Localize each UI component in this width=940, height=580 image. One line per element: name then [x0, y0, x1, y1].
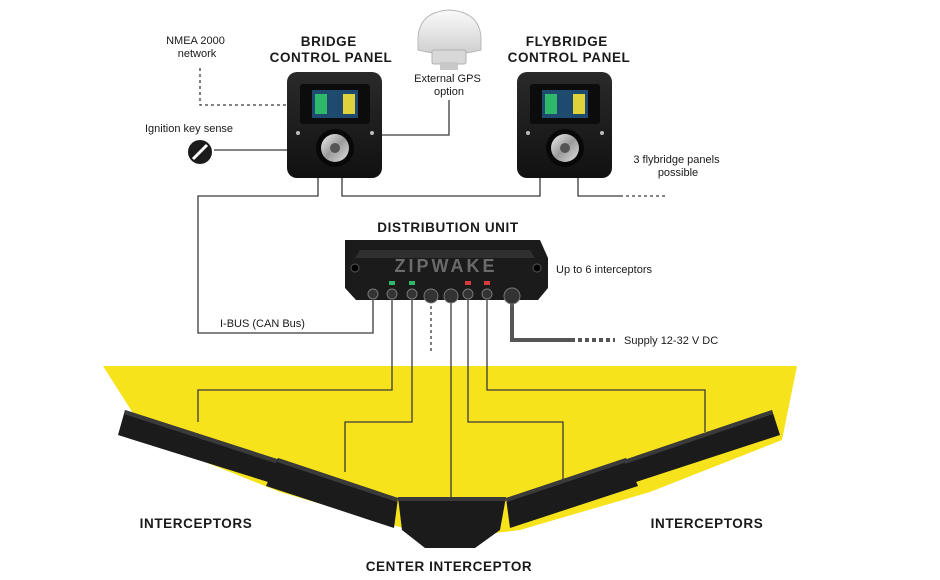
interceptor-right-inner [506, 458, 638, 528]
interceptor-right-outer [624, 410, 780, 482]
gps-wire [375, 100, 450, 136]
flybridge-control-panel-device [517, 72, 612, 178]
interceptor-wire-5 [486, 300, 706, 432]
supply-label: Supply 12-32 V DC [624, 335, 718, 347]
bridge-control-panel-label: BRIDGE CONTROL PANEL [270, 34, 393, 65]
distribution-unit-device [345, 240, 548, 305]
interceptor-wire-1 [197, 300, 393, 422]
interceptor-wire-4 [467, 300, 564, 480]
bridge-control-panel-device [287, 72, 382, 178]
flybridge-control-panel-label: FLYBRIDGE CONTROL PANEL [508, 34, 631, 65]
ignition-key-sense-label: Ignition key sense [145, 123, 233, 135]
hull-shape [103, 366, 797, 536]
panel-link-wire [341, 176, 541, 197]
nmea-network-label: NMEA 2000 network [166, 35, 228, 60]
up-to-6-interceptors-label: Up to 6 interceptors [556, 264, 652, 276]
interceptor-center [398, 497, 506, 548]
interceptor-left-outer [118, 410, 280, 482]
ibus-label: I-BUS (CAN Bus) [220, 318, 305, 330]
supply-wire [510, 300, 575, 342]
interceptor-wire-2 [344, 300, 413, 472]
nmea-network-wire [199, 68, 288, 106]
flybridge-link-wire [577, 176, 620, 197]
ibus-wire [197, 176, 374, 334]
ignition-key-icon [188, 140, 212, 164]
gps-antenna-icon [417, 9, 482, 70]
flybridge-panels-possible-label: 3 flybridge panels possible [633, 154, 722, 179]
brand-logo: ZIPWAKE [394, 256, 497, 276]
interceptors-right-label: INTERCEPTORS [651, 516, 764, 531]
distribution-unit-label: DISTRIBUTION UNIT [377, 220, 519, 235]
center-interceptor-label: CENTER INTERCEPTOR [366, 559, 533, 574]
distribution-ports [367, 281, 521, 305]
interceptor-left-inner [266, 458, 398, 528]
interceptors-left-label: INTERCEPTORS [140, 516, 253, 531]
external-gps-label: External GPS option [414, 73, 484, 98]
